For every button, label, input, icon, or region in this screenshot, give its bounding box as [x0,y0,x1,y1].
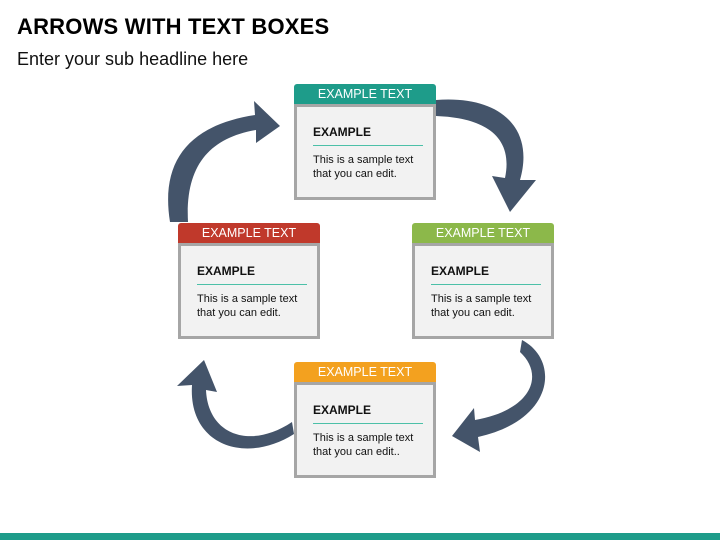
page-title: ARROWS WITH TEXT BOXES [17,14,330,39]
card-body: EXAMPLE This is a sample text that you c… [294,104,436,200]
card-header: EXAMPLE TEXT [178,223,320,243]
card-text-line: This is a sample text [313,154,414,166]
card-header: EXAMPLE TEXT [294,84,436,104]
card-right: EXAMPLE TEXT EXAMPLE This is a sample te… [412,223,554,339]
arrow-bottom-to-left-icon [177,360,294,449]
card-text-line: that you can edit. [313,168,397,180]
card-text-line: that you can edit.. [313,446,400,458]
card-bottom: EXAMPLE TEXT EXAMPLE This is a sample te… [294,362,436,478]
card-text: This is a sample text that you can edit.… [313,431,428,459]
card-header: EXAMPLE TEXT [294,362,436,382]
card-header: EXAMPLE TEXT [412,223,554,243]
card-body: EXAMPLE This is a sample text that you c… [412,243,554,339]
card-heading: EXAMPLE [313,125,372,139]
card-top: EXAMPLE TEXT EXAMPLE This is a sample te… [294,84,436,200]
arrow-right-to-bottom-icon [452,340,546,452]
page-subtitle: Enter your sub headline here [17,49,249,69]
card-divider [197,284,307,285]
arrow-top-to-right-icon [436,99,536,212]
card-text-line: that you can edit. [197,307,281,319]
card-heading: EXAMPLE [197,264,256,278]
card-text-line: This is a sample text [431,293,532,305]
card-text-line: This is a sample text [313,432,414,444]
card-divider [313,145,423,146]
card-text-line: that you can edit. [431,307,515,319]
card-heading: EXAMPLE [313,403,372,417]
card-body: EXAMPLE This is a sample text that you c… [294,382,436,478]
footer-bar [0,533,720,540]
card-heading: EXAMPLE [431,264,490,278]
arrow-left-to-top-icon [168,101,280,222]
card-text: This is a sample text that you can edit. [197,292,312,320]
card-body: EXAMPLE This is a sample text that you c… [178,243,320,339]
card-divider [431,284,541,285]
card-text: This is a sample text that you can edit. [431,292,546,320]
card-divider [313,423,423,424]
card-text: This is a sample text that you can edit. [313,153,428,181]
card-left: EXAMPLE TEXT EXAMPLE This is a sample te… [178,223,320,339]
card-text-line: This is a sample text [197,293,298,305]
